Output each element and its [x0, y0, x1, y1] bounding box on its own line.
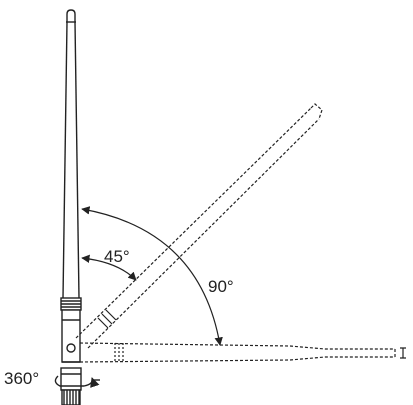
- angle-arcs: [81, 206, 223, 346]
- rotation-arrow: [54, 375, 100, 388]
- label-90: 90°: [208, 277, 234, 296]
- upright-antenna: [60, 9, 82, 405]
- label-360: 360°: [4, 369, 39, 388]
- antenna-90-position: [79, 342, 406, 363]
- label-45: 45°: [104, 247, 130, 266]
- antenna-45-position: [75, 103, 323, 349]
- arc-90: [81, 206, 223, 346]
